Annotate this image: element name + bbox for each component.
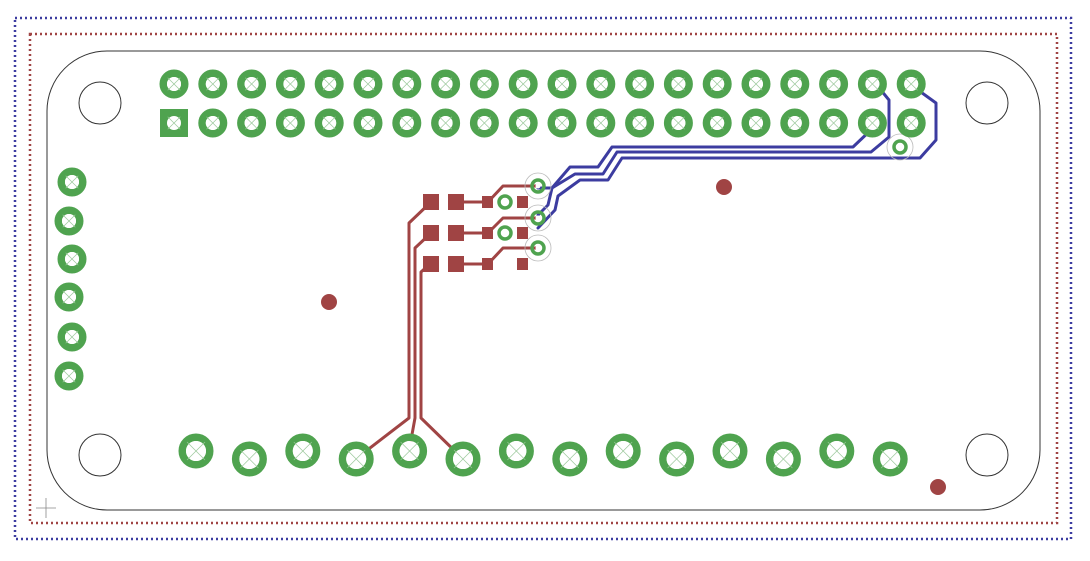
header-pin[interactable] bbox=[314, 108, 344, 138]
bottom-copper-traces bbox=[536, 82, 938, 230]
led-footprint[interactable] bbox=[423, 194, 464, 210]
mounting-hole[interactable] bbox=[78, 81, 122, 125]
trace-bottom[interactable] bbox=[536, 88, 938, 230]
via[interactable] bbox=[524, 172, 552, 200]
header-pin[interactable] bbox=[663, 108, 693, 138]
through-hole-pads bbox=[54, 69, 926, 477]
top-copper-traces bbox=[355, 184, 540, 460]
resistor-footprint[interactable] bbox=[482, 227, 528, 239]
header-pin-1[interactable] bbox=[160, 109, 188, 137]
origin-marker bbox=[36, 498, 56, 518]
trace-top[interactable] bbox=[486, 246, 540, 266]
header-pin[interactable] bbox=[780, 108, 810, 138]
left-header-pin[interactable] bbox=[54, 282, 84, 312]
bottom-header-pin[interactable] bbox=[659, 441, 695, 477]
header-pin[interactable] bbox=[857, 108, 887, 138]
fiducial[interactable] bbox=[321, 294, 337, 310]
via[interactable] bbox=[497, 194, 513, 210]
led-footprint[interactable] bbox=[423, 225, 464, 241]
header-pin[interactable] bbox=[237, 69, 267, 99]
resistor-footprint[interactable] bbox=[482, 258, 528, 270]
left-header-pin[interactable] bbox=[57, 244, 87, 274]
header-pin[interactable] bbox=[586, 108, 616, 138]
left-header-pin[interactable] bbox=[54, 361, 84, 391]
header-pin[interactable] bbox=[741, 108, 771, 138]
via[interactable] bbox=[524, 234, 552, 262]
header-pin[interactable] bbox=[353, 69, 383, 99]
bottom-header-pin[interactable] bbox=[872, 441, 908, 477]
board-keepout-outer bbox=[13, 16, 1073, 541]
bottom-header-pin[interactable] bbox=[338, 441, 374, 477]
bottom-header-pin[interactable] bbox=[231, 441, 267, 477]
trace-top[interactable] bbox=[486, 184, 540, 204]
mounting-holes bbox=[78, 81, 1009, 477]
header-pin[interactable] bbox=[857, 69, 887, 99]
board-keepout-inner bbox=[28, 32, 1059, 525]
header-pin[interactable] bbox=[431, 108, 461, 138]
via[interactable] bbox=[524, 204, 552, 232]
header-pin[interactable] bbox=[198, 108, 228, 138]
header-pin[interactable] bbox=[392, 69, 422, 99]
header-pin[interactable] bbox=[431, 69, 461, 99]
left-header-pin[interactable] bbox=[57, 167, 87, 197]
header-pin[interactable] bbox=[896, 69, 926, 99]
bottom-header-pin[interactable] bbox=[285, 433, 321, 469]
trace-bottom[interactable] bbox=[536, 82, 891, 217]
header-pin[interactable] bbox=[198, 69, 228, 99]
header-pin[interactable] bbox=[819, 108, 849, 138]
trace-top[interactable] bbox=[419, 261, 464, 460]
header-pin[interactable] bbox=[237, 108, 267, 138]
header-pin[interactable] bbox=[702, 108, 732, 138]
header-pin[interactable] bbox=[508, 69, 538, 99]
header-pin[interactable] bbox=[625, 108, 655, 138]
mounting-hole[interactable] bbox=[965, 433, 1009, 477]
header-pin[interactable] bbox=[469, 108, 499, 138]
header-pin[interactable] bbox=[741, 69, 771, 99]
header-pin[interactable] bbox=[159, 69, 189, 99]
left-header-pin[interactable] bbox=[54, 206, 84, 236]
fiducial[interactable] bbox=[716, 179, 732, 195]
bottom-header-pin[interactable] bbox=[552, 441, 588, 477]
bottom-header-pin[interactable] bbox=[605, 433, 641, 469]
header-pin[interactable] bbox=[896, 108, 926, 138]
header-pin[interactable] bbox=[392, 108, 422, 138]
header-pin[interactable] bbox=[469, 69, 499, 99]
bottom-header-pin[interactable] bbox=[498, 433, 534, 469]
bottom-header-pin[interactable] bbox=[712, 433, 748, 469]
header-pin[interactable] bbox=[547, 108, 577, 138]
header-pin[interactable] bbox=[275, 108, 305, 138]
smd-pads bbox=[423, 194, 528, 272]
header-pin[interactable] bbox=[819, 69, 849, 99]
mounting-hole[interactable] bbox=[965, 81, 1009, 125]
trace-top[interactable] bbox=[355, 200, 433, 460]
header-pin[interactable] bbox=[275, 69, 305, 99]
bottom-header-pin[interactable] bbox=[445, 441, 481, 477]
header-pin[interactable] bbox=[780, 69, 810, 99]
header-pin[interactable] bbox=[625, 69, 655, 99]
fiducials bbox=[321, 179, 946, 495]
bottom-header-pin[interactable] bbox=[765, 441, 801, 477]
mounting-hole[interactable] bbox=[78, 433, 122, 477]
led-footprint[interactable] bbox=[423, 256, 464, 272]
trace-top[interactable] bbox=[486, 216, 540, 235]
vias bbox=[497, 133, 914, 262]
header-pin[interactable] bbox=[702, 69, 732, 99]
via[interactable] bbox=[886, 133, 914, 161]
bottom-header-pin[interactable] bbox=[178, 433, 214, 469]
via[interactable] bbox=[497, 225, 513, 241]
header-pin[interactable] bbox=[508, 108, 538, 138]
header-pin[interactable] bbox=[547, 69, 577, 99]
header-pin[interactable] bbox=[586, 69, 616, 99]
board-outline bbox=[46, 50, 1041, 511]
header-pin[interactable] bbox=[353, 108, 383, 138]
fiducial[interactable] bbox=[930, 479, 946, 495]
header-pin[interactable] bbox=[314, 69, 344, 99]
bottom-header-pin[interactable] bbox=[392, 433, 428, 469]
resistor-footprint[interactable] bbox=[482, 196, 528, 208]
header-pin[interactable] bbox=[663, 69, 693, 99]
left-header-pin[interactable] bbox=[57, 322, 87, 352]
bottom-header-pin[interactable] bbox=[819, 433, 855, 469]
